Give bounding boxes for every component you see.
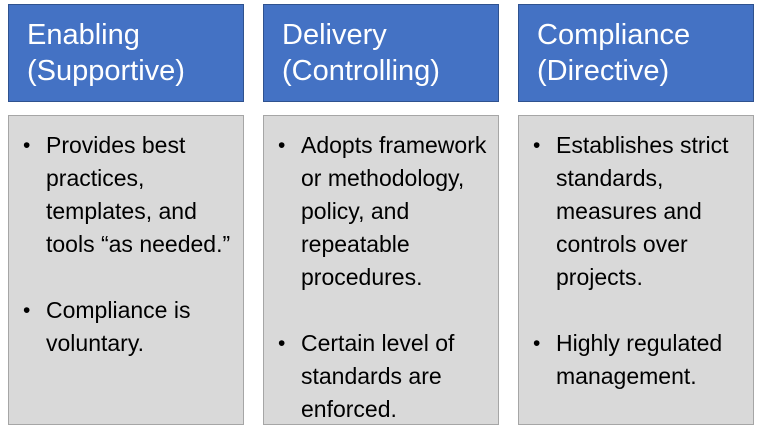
bullet-item: • Adopts framework or methodology, policy… [278, 129, 490, 294]
column: Delivery (Controlling) • Adopts framework… [263, 4, 499, 425]
bullet-text: Certain level of standards are enforced. [301, 330, 455, 422]
column-header: Delivery (Controlling) [263, 4, 499, 102]
column: Compliance (Directive) • Establishes stri… [518, 4, 754, 425]
column: Enabling (Supportive) • Provides best pra… [8, 4, 244, 425]
bullet-item: • Compliance is voluntary. [23, 294, 235, 360]
column-header: Compliance (Directive) [518, 4, 754, 102]
column-body: • Adopts framework or methodology, policy… [263, 115, 499, 425]
column-title: Delivery (Controlling) [282, 19, 440, 87]
bullet-dot-icon: • [278, 332, 286, 355]
column-title: Compliance (Directive) [537, 19, 691, 87]
column-body: • Provides best practices, templates, and… [8, 115, 244, 425]
bullet-dot-icon: • [23, 134, 31, 157]
bullet-text: Highly regulated management. [556, 330, 723, 389]
bullet-text: Provides best practices, templates, and … [46, 132, 231, 257]
bullet-item: • Certain level of standards are enforced… [278, 327, 490, 426]
bullet-item: • Highly regulated management. [533, 327, 745, 393]
bullet-text: Adopts framework or methodology, policy,… [301, 132, 487, 290]
column-header: Enabling (Supportive) [8, 4, 244, 102]
bullet-dot-icon: • [533, 332, 541, 355]
bullet-item: • Provides best practices, templates, and… [23, 129, 235, 261]
bullet-dot-icon: • [23, 299, 31, 322]
bullet-text: Compliance is voluntary. [46, 297, 191, 356]
bullet-dot-icon: • [278, 134, 286, 157]
bullet-text: Establishes strict standards, measures a… [556, 132, 729, 290]
bullet-item: • Establishes strict standards, measures … [533, 129, 745, 294]
column-title: Enabling (Supportive) [27, 19, 185, 87]
bullet-dot-icon: • [533, 134, 541, 157]
column-body: • Establishes strict standards, measures … [518, 115, 754, 425]
